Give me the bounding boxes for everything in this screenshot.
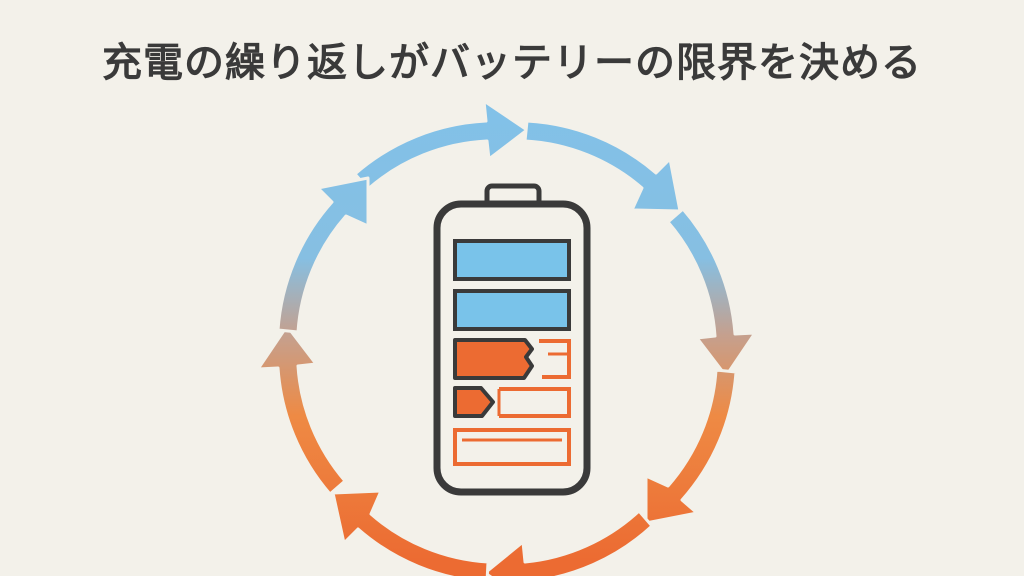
cycle-arrow-bottom <box>483 509 654 576</box>
page-title: 充電の繰り返しがバッテリーの限界を決める <box>102 40 922 86</box>
cycle-arrow-top <box>353 99 529 191</box>
cycle-arrow-bottom-left <box>331 489 490 576</box>
cycle-arrow-right <box>666 207 757 378</box>
battery-cell-healthy <box>453 289 571 331</box>
battery-cell-breaking <box>453 338 571 380</box>
battery-icon <box>433 183 591 496</box>
cycle-arrow-top-left <box>276 176 370 334</box>
battery-cell-empty <box>453 428 571 466</box>
cycle-arrow-bottom-right <box>644 368 738 525</box>
cycle-arrow-left <box>256 324 347 496</box>
cycle-arrow-top-right <box>523 119 682 213</box>
battery-cell-healthy <box>453 239 571 281</box>
battery-cell-breaking <box>453 386 571 418</box>
circular-arrows-icon <box>256 99 757 576</box>
